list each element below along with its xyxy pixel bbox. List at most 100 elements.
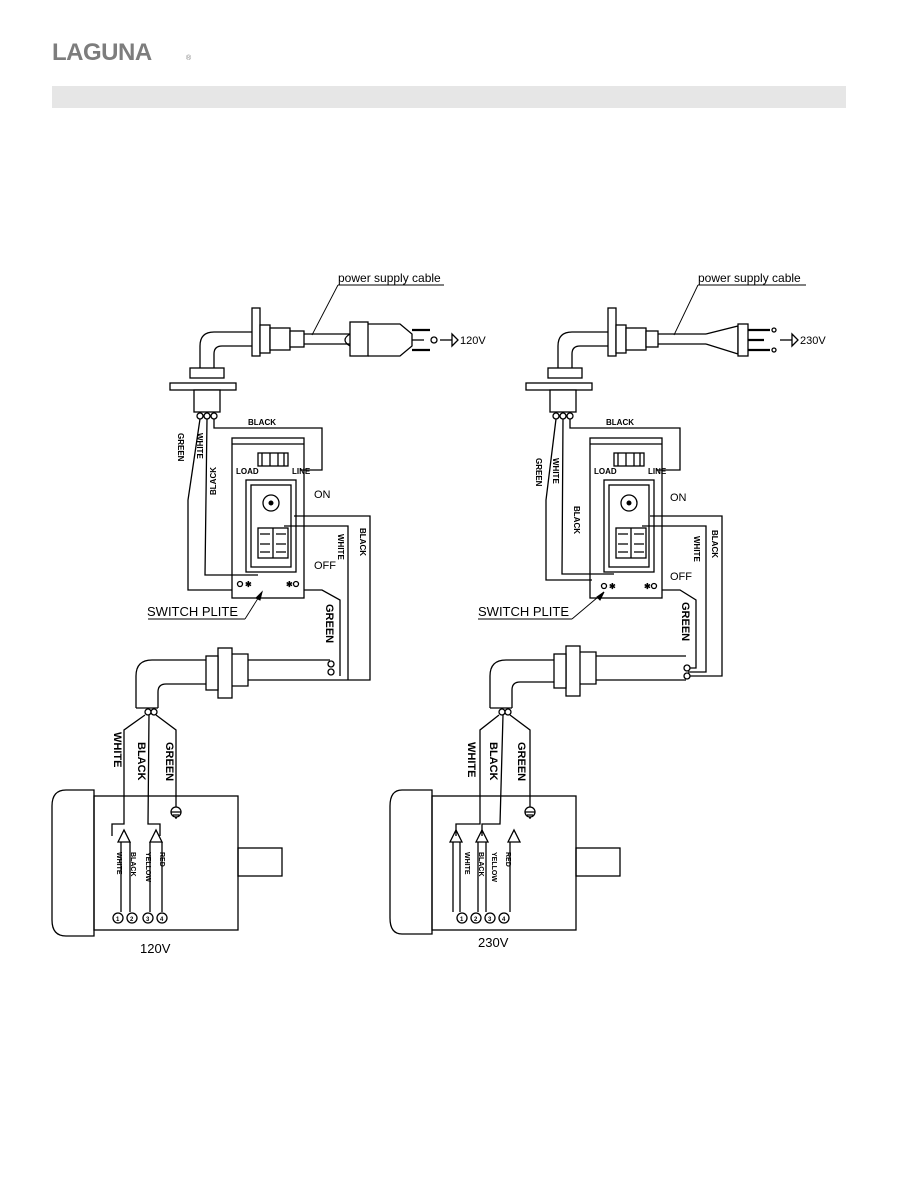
supply-cable-leader	[311, 284, 339, 336]
wire-label-black-out: BLACK	[710, 530, 719, 558]
laguna-logo: LAGUNA ®	[52, 39, 192, 64]
motor-cord-bushing	[565, 645, 581, 697]
wire-label-green-out: GREEN	[323, 604, 335, 643]
motor-shaft	[237, 847, 283, 877]
motor-120v: 1 2 3 4 WHITE BLACK YELLOW RED	[51, 789, 283, 937]
motor-wire-label-black: BLACK	[135, 742, 147, 781]
power-cord-230v: 230V	[598, 307, 826, 357]
wire-label-white-out: WHITE	[336, 534, 345, 560]
svg-text:✱: ✱	[609, 582, 616, 591]
terminal-label-white: WHITE	[463, 852, 470, 875]
switch-connector	[257, 452, 289, 467]
black-motor-lead	[147, 714, 161, 836]
wiring-diagram-230v: power supply cable 230V BLACK	[389, 271, 826, 950]
wire-label-green-supply: GREEN	[534, 458, 543, 487]
switch-label-line: LINE	[648, 467, 667, 476]
black-motor-feed	[650, 515, 723, 677]
motor-cord-bushing	[217, 647, 233, 699]
terminal-label-yellow: YELLOW	[490, 852, 497, 882]
green-supply-wire	[187, 418, 232, 591]
motor-wire-label-green: GREEN	[515, 742, 527, 781]
terminal-number-1: 1	[460, 917, 464, 923]
wiring-diagram-120v: power supply cable 120V	[51, 271, 486, 956]
terminal-number-4: 4	[160, 917, 164, 923]
black-supply-wire	[213, 419, 323, 471]
wire-label-black-out: BLACK	[358, 528, 367, 556]
svg-text:✱: ✱	[245, 580, 252, 589]
terminal-label-red: RED	[158, 852, 165, 867]
white-supply-wire	[561, 418, 614, 575]
cord-bushing-plate	[251, 307, 261, 357]
motor-shaft	[575, 847, 621, 877]
motor-cord-120v	[135, 647, 335, 716]
white-motor-feed	[642, 525, 707, 673]
svg-text:✱: ✱	[286, 580, 293, 589]
motor-wire-label-white: WHITE	[465, 742, 477, 777]
cord-elbow-120v	[199, 331, 238, 368]
cord-elbow-230v	[557, 331, 598, 368]
switch-label-black-left: BLACK	[572, 506, 581, 534]
motor-endcap	[51, 789, 95, 937]
switch-box-230v: LOAD LINE BLACK ON OFF ✱ ✱	[572, 437, 692, 599]
terminal-number-3: 3	[146, 917, 150, 923]
switch-box-outline	[589, 437, 663, 599]
terminal-label-red: RED	[504, 852, 511, 867]
supply-cable-label: power supply cable	[698, 271, 801, 285]
cord-entry-plate	[169, 382, 237, 391]
logo-wordmark: LAGUNA	[52, 39, 152, 64]
wire-label-white-supply: WHITE	[551, 458, 560, 484]
switch-label-on: ON	[314, 489, 331, 501]
switch-box-outline	[231, 437, 305, 599]
switch-label-load: LOAD	[236, 467, 259, 476]
motor-wire-label-white: WHITE	[111, 732, 123, 767]
terminal-number-4: 4	[502, 917, 506, 923]
motor-wire-label-green: GREEN	[163, 742, 175, 781]
cord-bushing-plate	[607, 307, 617, 357]
motor-voltage-label: 120V	[140, 941, 171, 956]
wire-label-white-supply: WHITE	[195, 433, 204, 459]
section-header-bar	[52, 86, 846, 108]
terminal-number-2: 2	[474, 917, 478, 923]
switch-plate-label: SWITCH PLITE	[147, 604, 238, 619]
terminal-number-2: 2	[130, 917, 134, 923]
plug-body-120v	[349, 321, 369, 357]
switch-box-120v: LOAD LINE BLACK ON OFF ✱ ✱	[209, 437, 336, 599]
green-motor-lead	[155, 714, 177, 808]
switch-label-load: LOAD	[594, 467, 617, 476]
svg-text:✱: ✱	[644, 582, 651, 591]
switch-label-off: OFF	[314, 560, 336, 572]
input-voltage-label: 230V	[800, 335, 826, 347]
white-motor-feed	[284, 525, 349, 680]
switch-label-black-left: BLACK	[209, 467, 218, 495]
cord-entry-plate	[525, 382, 593, 391]
terminal-label-black: BLACK	[477, 852, 484, 877]
terminal-label-black: BLACK	[129, 852, 136, 877]
motor-230v: 1 2 3 4 WHITE BLACK YELLOW RED	[389, 789, 621, 935]
motor-cord-230v	[489, 645, 691, 716]
terminal-label-white: WHITE	[115, 852, 122, 875]
plug-body-230v	[705, 325, 739, 355]
terminal-number-3: 3	[488, 917, 492, 923]
black-supply-wire	[569, 419, 681, 471]
green-motor-lead	[509, 714, 531, 808]
input-voltage-label: 120V	[460, 335, 486, 347]
motor-wire-label-black: BLACK	[487, 742, 499, 781]
green-motor-feed	[304, 589, 341, 676]
white-supply-wire	[204, 418, 258, 576]
wire-label-green-out: GREEN	[679, 602, 691, 641]
motor-voltage-label: 230V	[478, 935, 509, 950]
motor-endcap	[389, 789, 433, 935]
switch-label-line: LINE	[292, 467, 311, 476]
supply-cable-label: power supply cable	[338, 271, 441, 285]
terminal-label-yellow: YELLOW	[144, 852, 151, 882]
white-motor-lead	[455, 714, 500, 836]
power-cord-120v: 120V	[238, 307, 486, 357]
switch-plate-label: SWITCH PLITE	[478, 604, 569, 619]
green-supply-wire	[545, 418, 592, 581]
green-motor-feed	[662, 589, 697, 669]
black-motor-feed	[294, 515, 371, 681]
wire-label-green-supply: GREEN	[176, 433, 185, 462]
logo-registered-mark: ®	[186, 54, 192, 62]
switch-connector	[613, 452, 645, 467]
